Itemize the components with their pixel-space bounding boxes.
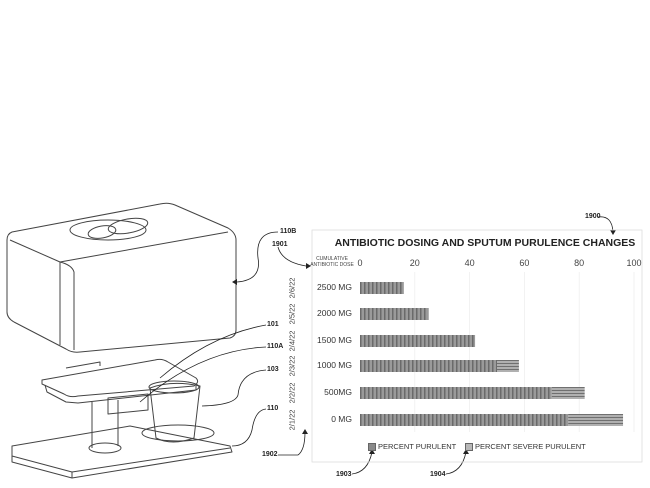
x-tick-label: 40	[464, 258, 475, 268]
date-label: 2/4/22	[287, 330, 297, 352]
ref-1902: 1902	[262, 451, 278, 458]
chart-gridlines	[414, 272, 635, 432]
dose-label: 1500 MG	[317, 335, 352, 345]
ref-1901: 1901	[272, 241, 288, 248]
date-label: 2/3/22	[287, 355, 297, 377]
dose-label: 1000 MG	[317, 360, 352, 370]
bar-percent-purulent	[360, 282, 404, 294]
legend-swatch-purulent	[368, 442, 376, 451]
date-label: 2/6/22	[287, 277, 297, 299]
base	[11, 425, 233, 479]
legend-label: PERCENT PURULENT	[378, 442, 457, 451]
ref-1903: 1903	[336, 471, 352, 478]
ref-1904: 1904	[430, 471, 446, 478]
dose-label: 2000 MG	[317, 308, 352, 318]
chart-bars	[360, 282, 624, 426]
x-tick-label: 60	[519, 258, 530, 268]
bar-percent-purulent	[360, 414, 569, 426]
dose-label: 2500 MG	[317, 282, 352, 292]
legend-swatch-severe	[465, 442, 473, 451]
x-tick-label: 100	[626, 258, 642, 268]
ref-110a: 110A	[267, 343, 284, 350]
bar-percent-severe-purulent	[568, 414, 624, 426]
ref-110: 110	[267, 405, 279, 412]
ref-1900: 1900	[585, 213, 601, 220]
date-label: 2/2/22	[287, 382, 297, 404]
dose-label: 500MG	[324, 387, 352, 397]
phone	[41, 358, 199, 398]
ref-110b: 110B	[280, 228, 297, 235]
bar-percent-severe-purulent	[497, 360, 519, 372]
ref-101: 101	[267, 321, 279, 328]
cover-box	[6, 202, 237, 353]
x-tick-label: 0	[357, 258, 363, 268]
legend-label: PERCENT SEVERE PURULENT	[475, 442, 586, 451]
chart-frame	[311, 229, 643, 463]
y-axis-label: CUMULATIVE ANTIBIOTIC DOSE	[310, 256, 354, 268]
date-label: 2/1/22	[287, 409, 297, 431]
ref-103: 103	[267, 366, 279, 373]
date-label: 2/5/22	[287, 303, 297, 325]
bar-percent-purulent	[360, 335, 476, 347]
bar-percent-purulent	[360, 360, 497, 372]
x-tick-label: 80	[574, 258, 585, 268]
dose-label: 0 MG	[331, 414, 352, 424]
legend-purulent: PERCENT PURULENT	[368, 442, 456, 451]
legend-severe: PERCENT SEVERE PURULENT	[465, 442, 586, 451]
chart-title: ANTIBIOTIC DOSING AND SPUTUM PURULENCE C…	[334, 237, 636, 249]
bar-percent-severe-purulent	[551, 387, 585, 399]
bar-percent-purulent	[360, 308, 429, 320]
bar-percent-purulent	[360, 387, 552, 399]
x-tick-label: 20	[409, 258, 420, 268]
